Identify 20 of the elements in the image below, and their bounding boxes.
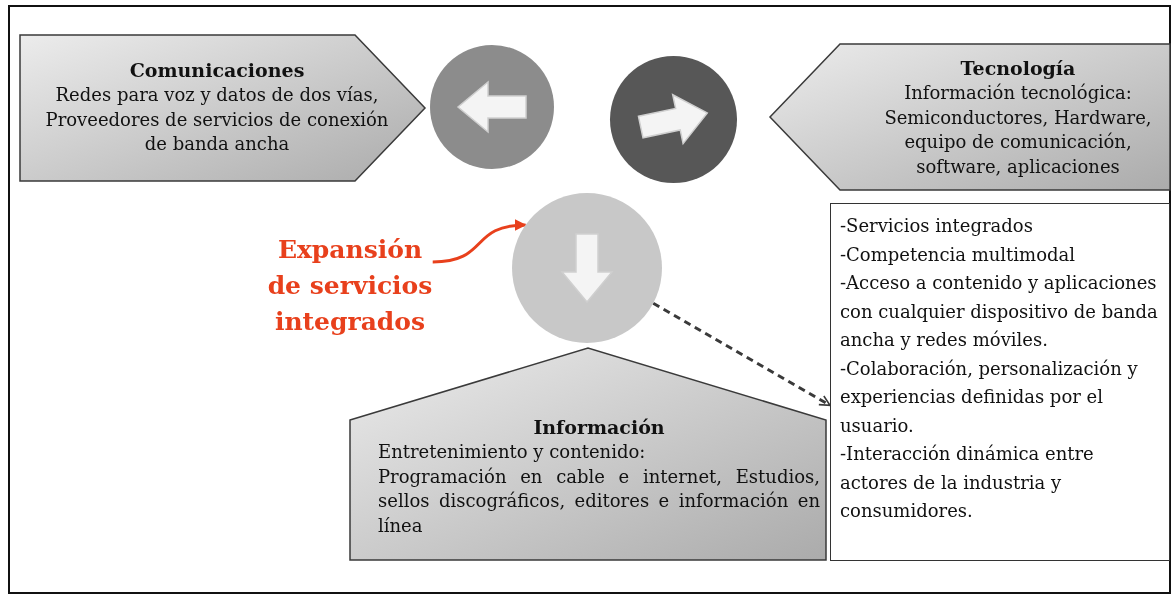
list-item: -Servicios integrados — [840, 214, 1034, 238]
callout-text: Expansión de servicios integrados — [262, 232, 438, 382]
arrow-shape — [770, 44, 1170, 190]
arrow-shape — [20, 35, 425, 181]
node-heading: Comunicaciones — [128, 58, 306, 83]
list-item: -Competencia multimodal — [840, 242, 1077, 267]
node-heading: Tecnología — [959, 56, 1077, 81]
pentagon-shape — [350, 348, 826, 560]
list-box — [830, 203, 1170, 561]
list-item: -Colaboración, personalización y experiencias definidas por el usuario. — [840, 356, 1139, 438]
node-text: Redes para voz y datos de dos vías, Proveedores de servicios de conexión de banda ancha — [44, 83, 390, 156]
node-text: Semiconductores, Hardware, equipo de comunicación, software, aplicaciones — [883, 105, 1153, 179]
arrow — [652, 301, 831, 407]
node-subheading: Entretenimiento y contenido: — [378, 440, 647, 464]
node-text: Programación en cable e internet, Estudios, sellos discográficos, editores e información en línea — [378, 464, 820, 538]
list-item: -Interacción dinámica entre actores de la industria y consumidores. — [840, 442, 1095, 523]
arrow — [432, 219, 527, 264]
node-heading: Información — [532, 415, 666, 440]
node-subheading: Información tecnológica: — [903, 81, 1133, 105]
list-item: -Acceso a contenido y aplicaciones con cualquier dispositivo de banda ancha y redes móviles. — [840, 271, 1159, 352]
